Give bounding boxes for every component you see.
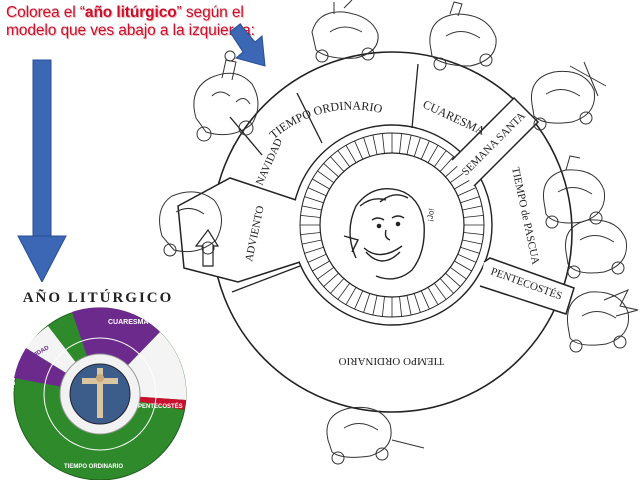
tick-mark bbox=[330, 278, 345, 294]
tick-mark bbox=[420, 140, 430, 160]
semana-santa-band bbox=[451, 96, 540, 187]
blue-arrow-down bbox=[17, 59, 67, 284]
tick-mark bbox=[300, 214, 321, 218]
model-label-cuaresma: CUARESMA bbox=[108, 319, 148, 326]
tick-mark bbox=[312, 178, 330, 190]
adviento-box bbox=[177, 177, 301, 283]
sketch-cart-right-lower bbox=[564, 219, 628, 279]
tick-mark bbox=[345, 145, 357, 163]
tick-mark bbox=[420, 290, 430, 310]
sketch-cart-bottom bbox=[326, 406, 425, 465]
tick-mark bbox=[463, 214, 484, 218]
sketch-cart-left-middle bbox=[159, 191, 222, 257]
tick-mark bbox=[462, 205, 483, 211]
tick-mark bbox=[307, 253, 327, 263]
tick-mark bbox=[381, 296, 385, 317]
label-tiempo-ordinario-1: TIEMPO ORDINARIO bbox=[267, 98, 384, 141]
sketch-cart-right-bottom bbox=[566, 289, 639, 353]
tick-mark bbox=[354, 290, 364, 310]
instruction-part-2: ” según el modelo que ves abajo a la izq… bbox=[6, 4, 255, 39]
blue-arrow-diagonal bbox=[229, 23, 266, 67]
label-tiempo-pascua: TIEMPO de PASCUA bbox=[509, 166, 541, 266]
tick-mark bbox=[323, 272, 339, 287]
tick-mark bbox=[454, 260, 472, 272]
pentecostes-box bbox=[479, 257, 575, 315]
model-label-tiempo-ordinario: TIEMPO ORDINARIO bbox=[64, 464, 123, 470]
instruction-text: Colorea el “año litúrgico” según el mode… bbox=[6, 4, 274, 40]
tick-mark bbox=[460, 196, 480, 204]
center-face-drawing bbox=[343, 188, 425, 280]
tick-mark bbox=[406, 134, 412, 155]
tick-mark bbox=[307, 187, 327, 197]
inner-circle bbox=[319, 152, 465, 298]
tick-mark bbox=[463, 232, 484, 236]
tick-mark bbox=[304, 246, 324, 254]
tick-mark bbox=[301, 239, 322, 245]
tick-mark bbox=[427, 287, 439, 305]
tick-mark bbox=[323, 163, 339, 178]
sketch-cart-right-upper bbox=[530, 61, 607, 131]
tick-mark bbox=[460, 246, 480, 254]
tick-mark bbox=[330, 156, 345, 172]
sketch-cart-right-middle bbox=[542, 155, 606, 229]
sketch-cart-top bbox=[311, 0, 379, 63]
tick-mark bbox=[337, 283, 351, 300]
tick-mark bbox=[439, 156, 454, 172]
model-liturgical-wheel: AÑO LITÚRGICO CUARESMA PENTECOSTÉS NAVID… bbox=[0, 282, 196, 480]
instruction-bold: año litúrgico bbox=[84, 4, 177, 21]
tick-mark bbox=[399, 133, 403, 154]
tick-mark bbox=[454, 178, 472, 190]
tick-mark bbox=[317, 266, 334, 280]
tick-mark bbox=[433, 150, 447, 167]
tick-mark bbox=[300, 232, 321, 236]
adviento-arrow-icon bbox=[194, 228, 220, 267]
sketch-cart-top-left bbox=[193, 50, 259, 142]
tick-mark bbox=[372, 295, 378, 316]
sketch-cart-top-right bbox=[429, 1, 497, 71]
label-navidad: NAVIDAD bbox=[254, 137, 285, 188]
tick-mark bbox=[406, 295, 412, 316]
tick-mark bbox=[363, 293, 371, 313]
tick-mark bbox=[345, 287, 357, 305]
tick-mark bbox=[399, 296, 403, 317]
tick-mark bbox=[445, 272, 461, 287]
tick-mark bbox=[372, 134, 378, 155]
model-title: AÑO LITÚRGICO bbox=[23, 288, 174, 306]
tick-mark bbox=[450, 266, 467, 280]
label-tiempo-ordinario-1-path: TIEMPO ORDINARIO bbox=[267, 98, 384, 141]
tick-mark bbox=[433, 283, 447, 300]
tick-mark bbox=[457, 253, 477, 263]
tick-marks bbox=[300, 133, 484, 317]
tick-mark bbox=[439, 278, 454, 294]
tick-mark bbox=[462, 239, 483, 245]
instruction-part-1: Colorea el “ bbox=[6, 4, 85, 21]
tick-mark bbox=[413, 293, 421, 313]
tick-mark bbox=[457, 187, 477, 197]
tick-mark bbox=[304, 196, 324, 204]
tick-mark bbox=[413, 137, 421, 157]
tick-mark bbox=[427, 145, 439, 163]
model-label-adviento: ADVIENTO bbox=[6, 381, 17, 413]
label-tiempo-ordinario-2: TIEMPO ORDINARIO bbox=[339, 355, 444, 367]
label-cuaresma: CUARESMA bbox=[421, 97, 488, 138]
tick-mark bbox=[381, 133, 385, 154]
decorative-sketches bbox=[159, 0, 639, 465]
center-face-text: ¡Jo! bbox=[425, 208, 436, 223]
tick-mark bbox=[301, 205, 322, 211]
model-crucifix-icon bbox=[82, 368, 118, 418]
tick-mark bbox=[363, 137, 371, 157]
model-label-pentecostes: PENTECOSTÉS bbox=[138, 402, 183, 410]
tick-mark bbox=[354, 140, 364, 160]
tick-mark bbox=[337, 150, 351, 167]
tick-mark bbox=[312, 260, 330, 272]
tick-mark bbox=[317, 170, 334, 184]
